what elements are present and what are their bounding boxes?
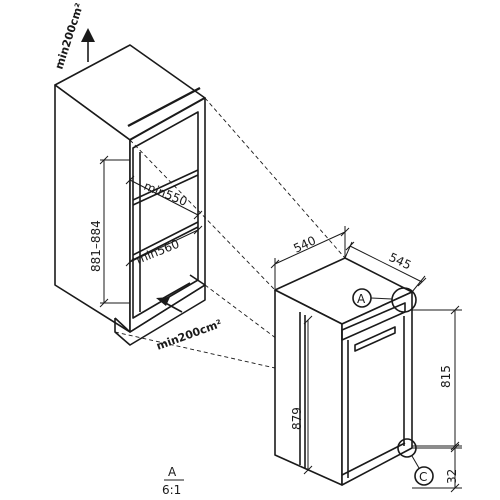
hinge-height-label: 815	[439, 365, 453, 388]
callout-a	[352, 287, 417, 313]
callout-c-label: C	[419, 470, 427, 484]
vent-top-label: min200cm²	[52, 1, 86, 71]
foot-height-dimension	[412, 443, 462, 493]
appliance-depth-label: 545	[387, 250, 414, 272]
callout-c	[397, 438, 434, 486]
appliance-width-label: 540	[291, 233, 318, 255]
appliance-width-dimension	[270, 226, 350, 290]
vent-bottom-arrow	[156, 297, 183, 313]
niche-depth-dimension	[125, 175, 203, 220]
hinge-height-dimension	[412, 305, 462, 451]
cabinet-niche	[54, 44, 206, 346]
niche-height-label: 881–884	[89, 220, 103, 272]
niche-height-dimension	[99, 155, 130, 308]
appliance-height-dimension	[303, 315, 313, 475]
scale-letter: A	[168, 465, 177, 479]
vent-bottom-label: min200cm²	[155, 317, 224, 353]
appliance-depth-dimension	[344, 241, 427, 293]
callout-a-label: A	[357, 292, 366, 306]
niche-width-dimension	[125, 225, 203, 267]
appliance-height-label: 879	[290, 407, 304, 430]
vent-top-arrow	[81, 28, 95, 62]
scale-ratio: 6:1	[162, 483, 181, 497]
appliance	[274, 257, 413, 486]
foot-height-label: 32	[445, 469, 459, 484]
